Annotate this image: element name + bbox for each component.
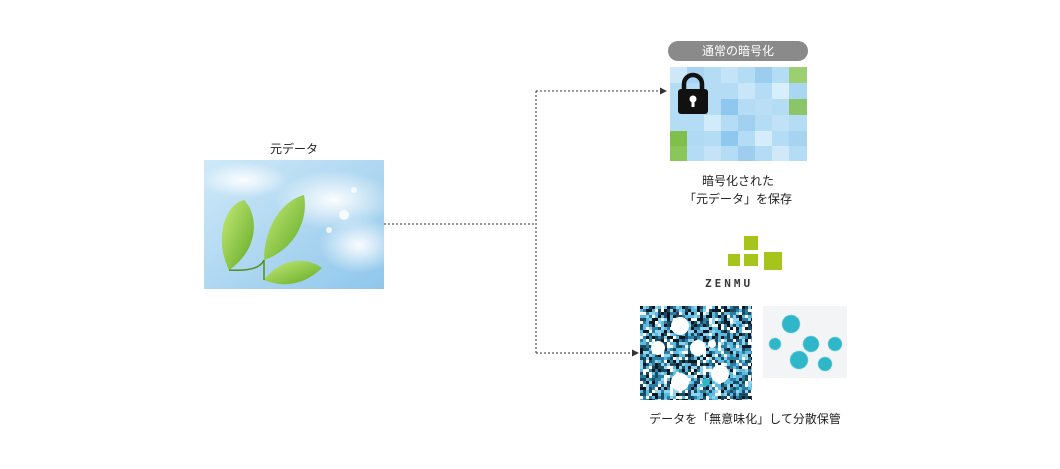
encrypted-image (670, 67, 807, 161)
zenmu-dots-image (763, 306, 847, 378)
original-data-label: 元データ (269, 142, 318, 156)
zenmu-logo-text: ZENMU (705, 277, 754, 290)
zenmu-logo-mark (722, 236, 792, 276)
lock-icon (678, 72, 708, 114)
zenmu-noise-image (640, 306, 754, 402)
encrypted-caption-line2: 「元データ」を保存 (683, 192, 792, 206)
encrypted-caption-line1: 暗号化された (701, 174, 774, 188)
normal-encryption-badge: 通常の暗号化 (668, 41, 808, 61)
zenmu-caption: データを「無意味化」して分散保管 (649, 412, 841, 426)
original-image (199, 160, 399, 289)
